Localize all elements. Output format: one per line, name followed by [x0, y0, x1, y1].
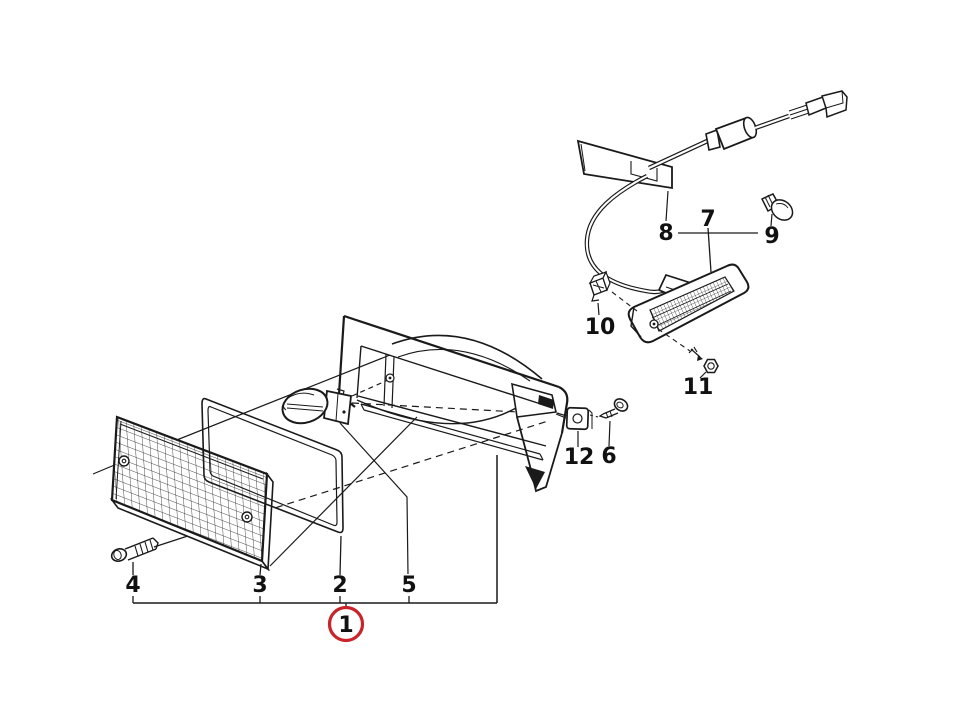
callout-number: 11 — [683, 375, 714, 400]
part-gasket — [201, 397, 344, 534]
callout-number: 3 — [252, 573, 267, 598]
part-side-marker-lamp — [627, 263, 750, 344]
callout-number: 10 — [585, 315, 616, 340]
callout-12[interactable]: 12 — [564, 445, 595, 470]
callout-number: 9 — [764, 224, 779, 249]
callout-6[interactable]: 6 — [601, 444, 616, 469]
callout-number: 12 — [564, 445, 595, 470]
part-clip — [588, 270, 638, 316]
callout-lines-top — [678, 227, 758, 273]
callout-9[interactable]: 9 — [764, 224, 779, 249]
part-lens — [109, 415, 274, 572]
callout-number: 1 — [338, 613, 353, 638]
callout-1[interactable]: 1 — [327, 605, 365, 643]
part-screw-side — [598, 398, 629, 447]
callout-2[interactable]: 2 — [332, 573, 347, 598]
callout-number: 5 — [401, 573, 416, 598]
callout-5[interactable]: 5 — [401, 573, 416, 598]
part-square-nut — [555, 406, 599, 447]
callout-number: 2 — [332, 573, 347, 598]
callout-number: 4 — [125, 573, 140, 598]
callout-3[interactable]: 3 — [252, 573, 267, 598]
callout-number: 7 — [700, 207, 715, 232]
callout-number: 8 — [658, 221, 673, 246]
callout-8[interactable]: 8 — [658, 221, 673, 246]
part-nut — [657, 328, 719, 379]
callout-4[interactable]: 4 — [125, 573, 140, 598]
callout-bracket — [132, 455, 498, 607]
part-bulb-small — [760, 193, 794, 227]
callouts: 1 2 3 4 5 6 7 8 9 10 11 — [125, 207, 780, 643]
part-screw-front — [110, 537, 159, 562]
callout-7[interactable]: 7 — [700, 207, 715, 232]
callout-10[interactable]: 10 — [585, 315, 616, 340]
part-housing — [337, 314, 571, 493]
callout-11[interactable]: 11 — [683, 375, 714, 400]
part-bulb-socket — [281, 387, 409, 575]
callout-number: 6 — [601, 444, 616, 469]
part-harness-holder — [576, 90, 848, 295]
highlight-circle — [327, 605, 365, 643]
